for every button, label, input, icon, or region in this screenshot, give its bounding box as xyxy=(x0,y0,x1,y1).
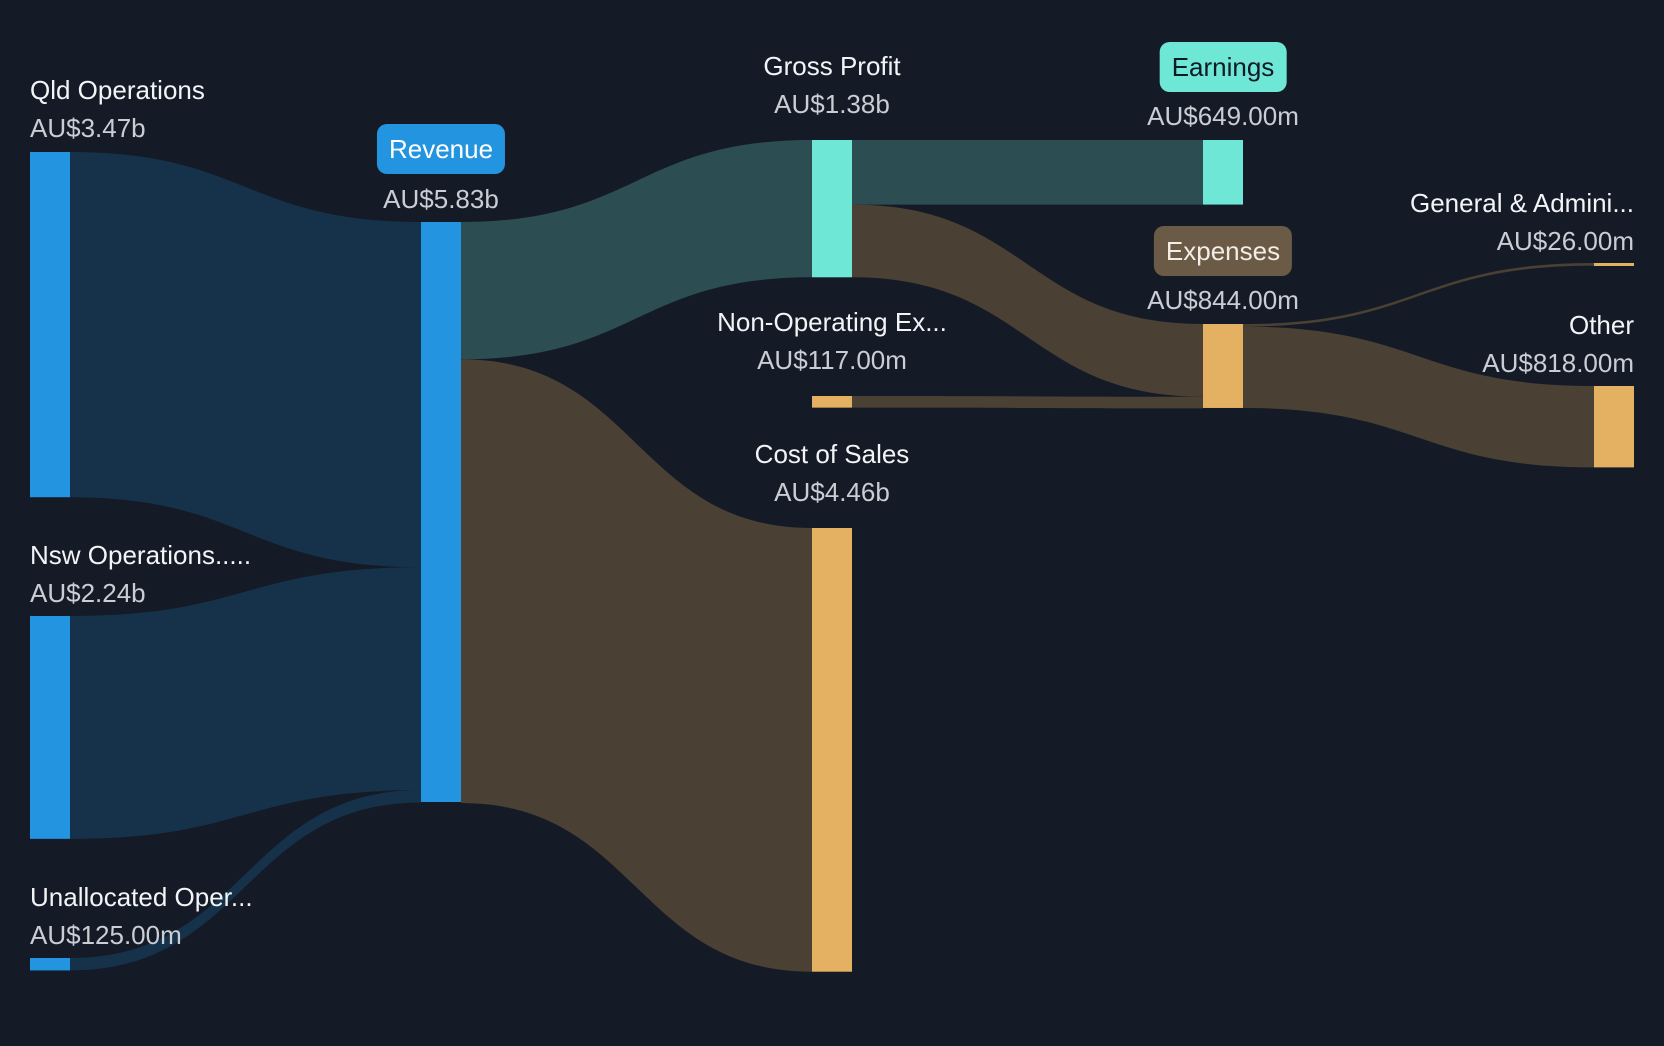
node-bar-qld xyxy=(30,152,70,498)
node-label-other: Other xyxy=(1568,310,1634,340)
node-label-cost-of-sales: Cost of Sales xyxy=(754,439,910,469)
link-expenses-to-ga xyxy=(1243,263,1594,327)
link-gross-to-earnings xyxy=(852,140,1203,205)
node-bar-cos xyxy=(812,528,852,972)
node-label-revenue: Revenue xyxy=(376,124,506,174)
node-bar-unalloc xyxy=(30,958,70,971)
node-label-unallocated: Unallocated Oper... xyxy=(30,882,253,912)
node-label-gross-profit: Gross Profit xyxy=(763,51,901,81)
node-bar-gross xyxy=(812,140,852,278)
node-bar-ga xyxy=(1594,263,1634,266)
node-value-unallocated: AU$125.00m xyxy=(30,920,182,950)
node-value-cost-of-sales: AU$4.46b xyxy=(774,477,890,507)
node-value-gross-profit: AU$1.38b xyxy=(774,89,890,119)
node-label-qld: Qld Operations xyxy=(30,75,205,105)
node-bar-nonop xyxy=(812,396,852,408)
node-label-earnings: Earnings xyxy=(1159,42,1287,92)
node-value-qld: AU$3.47b xyxy=(30,113,146,143)
node-bar-expenses xyxy=(1203,324,1243,408)
link-qld-to-revenue xyxy=(70,152,421,568)
node-label-nsw: Nsw Operations..... xyxy=(30,540,252,570)
node-value-nsw: AU$2.24b xyxy=(30,578,146,608)
link-revenue-to-cos xyxy=(461,359,812,972)
node-value-general-admin: AU$26.00m xyxy=(1496,226,1634,256)
node-bar-revenue xyxy=(421,222,461,802)
link-gross-to-expenses xyxy=(852,204,1203,397)
node-value-revenue: AU$5.83b xyxy=(383,184,499,214)
link-revenue-to-gross xyxy=(461,140,812,360)
node-label-expenses: Expenses xyxy=(1153,226,1293,276)
link-expenses-to-other xyxy=(1243,326,1594,468)
node-value-non-operating: AU$117.00m xyxy=(757,345,907,375)
node-value-expenses: AU$844.00m xyxy=(1147,285,1299,315)
node-bar-earnings xyxy=(1203,140,1243,205)
node-value-other: AU$818.00m xyxy=(1482,348,1634,378)
node-label-general-admin: General & Admini... xyxy=(1410,188,1634,218)
node-label-non-operating: Non-Operating Ex... xyxy=(717,307,947,337)
link-nonop-to-expenses xyxy=(852,396,1203,409)
node-bar-other xyxy=(1594,386,1634,468)
node-bar-nsw xyxy=(30,616,70,839)
link-nsw-to-revenue xyxy=(70,567,421,839)
link-unalloc-to-revenue xyxy=(70,790,421,971)
node-value-earnings: AU$649.00m xyxy=(1147,101,1299,131)
